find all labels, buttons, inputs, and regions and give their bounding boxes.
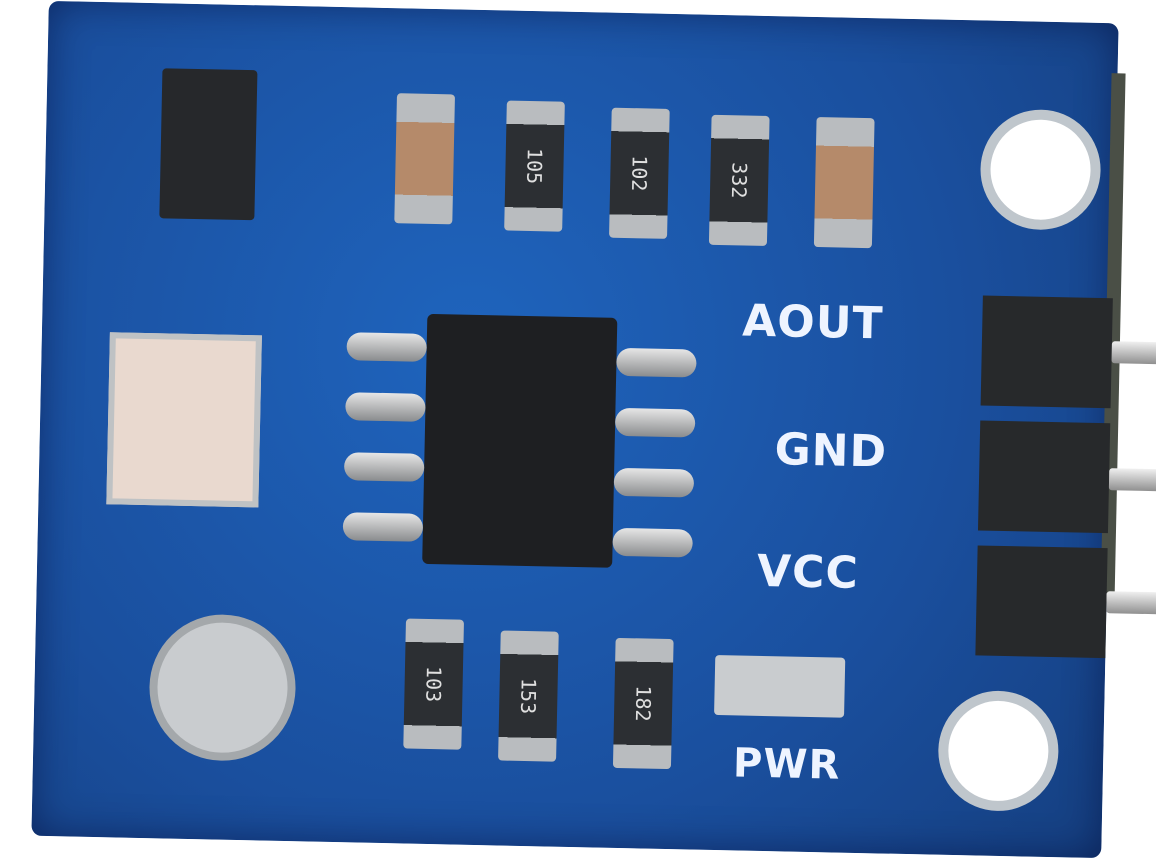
chip-pin <box>345 392 426 422</box>
header-pin-metal <box>1108 468 1156 492</box>
header-pin-gnd <box>977 420 1111 534</box>
header-pin-metal <box>1106 591 1156 615</box>
resistor-top-332: 332 <box>708 114 770 246</box>
chip-pin <box>342 512 424 542</box>
pcb-board: 105 102 332 AOUT GND VCC 103 153 182 PWR <box>31 0 1156 859</box>
resistor-bottom-182: 182 <box>612 637 674 770</box>
header-pin-vcc <box>975 545 1108 659</box>
chip-pin <box>616 347 697 378</box>
chip-pin <box>343 452 425 482</box>
mounting-hole-bottom <box>937 689 1060 813</box>
chip-pin <box>613 467 695 498</box>
resistor-bottom-153: 153 <box>498 630 559 762</box>
label-aout: AOUT <box>741 295 885 350</box>
ir-sensor <box>106 332 262 508</box>
label-vcc: VCC <box>756 545 860 599</box>
label-pwr: PWR <box>732 740 841 789</box>
header-pin-aout <box>980 295 1113 409</box>
sot-transistor <box>159 68 258 221</box>
power-led <box>714 654 846 718</box>
resistor-top-102: 102 <box>609 107 670 239</box>
chip-pin <box>614 407 696 438</box>
mounting-hole-top <box>979 108 1102 231</box>
soic8-chip <box>422 313 618 568</box>
resistor-top-105: 105 <box>504 100 565 232</box>
label-gnd: GND <box>774 424 888 478</box>
trimmer-potentiometer <box>148 613 298 763</box>
resistor-bottom-103: 103 <box>403 618 464 750</box>
capacitor-top-1 <box>394 93 455 225</box>
chip-pin <box>346 332 427 362</box>
chip-pin <box>612 527 693 558</box>
capacitor-top-2 <box>813 116 875 249</box>
header-pin-metal <box>1111 341 1156 365</box>
